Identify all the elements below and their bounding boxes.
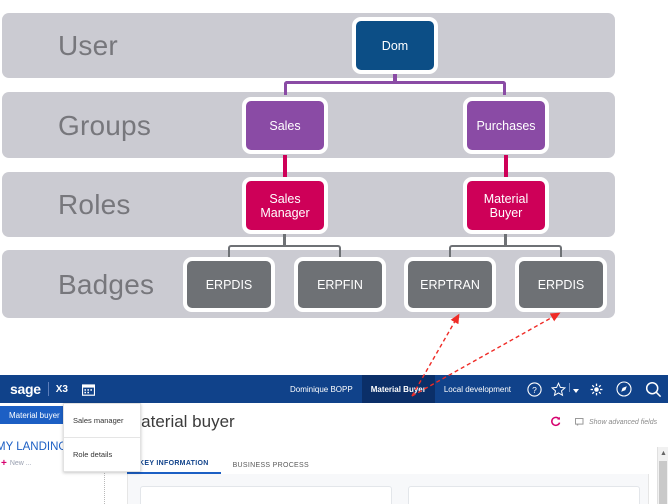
band-label-roles: Roles (58, 189, 131, 220)
form-card-right (408, 486, 640, 504)
search-icon[interactable] (638, 375, 668, 403)
band-label-groups: Groups (58, 110, 152, 141)
connector-sales-to-role (283, 155, 287, 177)
svg-text:?: ? (532, 384, 537, 394)
form-card-left (140, 486, 392, 504)
show-advanced-fields-link[interactable]: Show advanced fields (575, 417, 657, 428)
topbar-right-group: Dominique BOPP Material Buyer Local deve… (281, 375, 668, 403)
connector-user-to-groups (284, 81, 506, 95)
connector-sales-manager-to-badges (228, 245, 341, 257)
role-dropdown-menu[interactable]: Sales manager Role details (63, 403, 141, 472)
node-user-dom[interactable]: Dom (352, 17, 438, 74)
node-role-material-buyer[interactable]: Material Buyer (463, 177, 549, 234)
tab-key-information[interactable]: KEY INFORMATION (127, 460, 221, 474)
connector-material-buyer-stem (504, 234, 507, 247)
node-group-purchases[interactable]: Purchases (463, 97, 549, 154)
advanced-fields-icon (575, 417, 585, 428)
connector-sales-manager-stem (283, 234, 286, 247)
node-role-sales-manager[interactable]: Sales Manager (242, 177, 328, 234)
scrollbar-thumb[interactable] (659, 461, 667, 504)
settings-gear-icon[interactable] (582, 375, 610, 403)
sidebar-new-label: New ... (9, 460, 32, 467)
help-icon[interactable]: ? (520, 375, 548, 403)
node-badge-erpfin[interactable]: ERPFIN (294, 257, 386, 312)
node-badge-erpdis-2[interactable]: ERPDIS (515, 257, 607, 312)
band-user (2, 13, 615, 78)
connector-material-buyer-to-badges (449, 245, 562, 257)
logo-divider (47, 382, 49, 396)
node-badge-erpdis-1[interactable]: ERPDIS (183, 257, 275, 312)
endpoint-label[interactable]: Local development (443, 384, 511, 394)
connector-user-stem (393, 70, 397, 84)
refresh-icon[interactable] (550, 414, 561, 427)
favorite-star-icon[interactable] (548, 375, 568, 403)
current-user-label[interactable]: Dominique BOPP (290, 384, 353, 394)
dropdown-item-role-details[interactable]: Role details (73, 450, 113, 459)
connector-purchases-to-role (504, 155, 508, 177)
plus-icon: + (1, 458, 7, 469)
product-name-x3: X3 (55, 383, 68, 395)
app-top-navigation-bar: sage X3 Dominique BOPP Material Buyer Lo… (0, 375, 668, 403)
role-hierarchy-diagram: User Groups Roles Badges Dom Sales Purch… (2, 13, 615, 318)
dropdown-item-sales-manager[interactable]: Sales manager (64, 404, 140, 438)
calendar-icon[interactable] (81, 383, 96, 396)
chevron-down-icon[interactable] (568, 375, 582, 403)
node-group-sales[interactable]: Sales (242, 97, 328, 154)
band-label-badges: Badges (58, 269, 155, 300)
app-content-area: Material buyer Show advanced fields KEY (105, 403, 668, 504)
sage-x3-application: sage X3 Dominique BOPP Material Buyer Lo… (0, 375, 668, 504)
current-role-menu[interactable]: Material Buyer (361, 375, 435, 403)
sidebar-new-link[interactable]: + New ... (1, 458, 32, 469)
band-label-user: User (58, 30, 118, 61)
node-badge-erptran[interactable]: ERPTRAN (404, 257, 496, 312)
show-advanced-fields-label: Show advanced fields (589, 419, 658, 426)
content-panel (127, 474, 649, 504)
page-title: Material buyer (127, 412, 235, 431)
content-tabstrip: KEY INFORMATION BUSINESS PROCESS (127, 451, 647, 475)
scroll-up-arrow-icon[interactable]: ▲ (660, 450, 667, 457)
compass-icon[interactable] (610, 375, 638, 403)
tab-business-process[interactable]: BUSINESS PROCESS (232, 462, 309, 469)
sage-logo: sage (10, 381, 41, 397)
content-scrollbar[interactable]: ▲ (657, 447, 668, 504)
